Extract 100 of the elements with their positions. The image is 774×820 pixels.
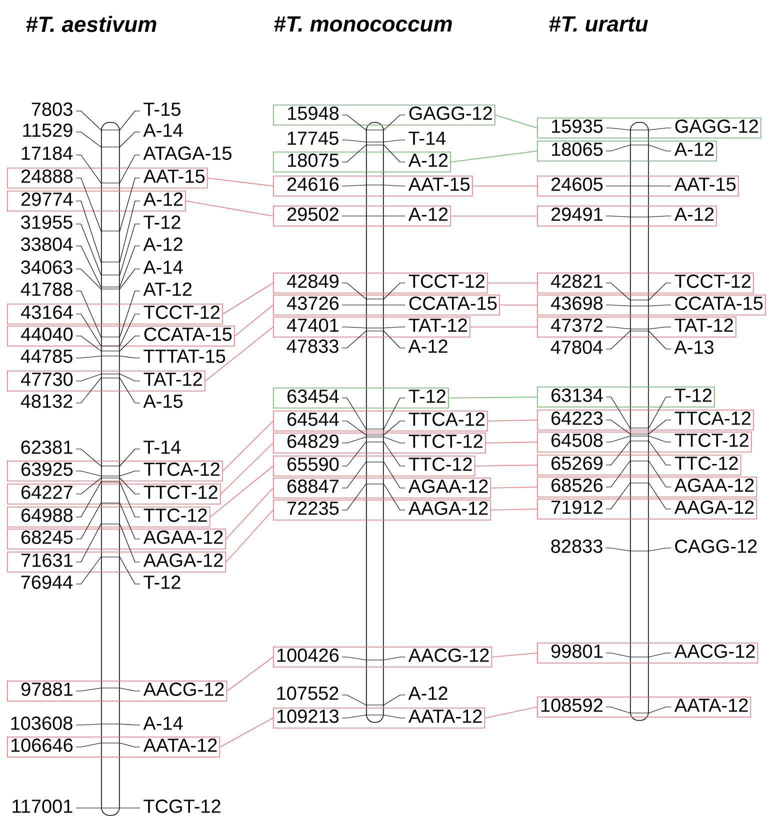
connector-line [487, 420, 538, 422]
leader-line [342, 462, 384, 488]
leader-line [120, 268, 140, 290]
marker-box: 97881 AACG-12 [7, 680, 228, 702]
leader-line [648, 396, 672, 428]
marker-text: 44785 TTTAT-15 [20, 350, 226, 363]
leader-line [76, 688, 120, 692]
leader-line [606, 216, 650, 218]
connector-line [470, 326, 538, 328]
leader-line [606, 330, 650, 350]
leader-line [648, 548, 672, 552]
leader-line [606, 548, 650, 552]
leader-line [384, 282, 406, 300]
connector-line [220, 718, 274, 748]
leader-line [606, 326, 650, 330]
species-heading: #T. aestivum [26, 16, 156, 32]
leader-line [648, 482, 672, 510]
marker-box: 64223 TTCA-12 [537, 410, 754, 430]
leader-line [606, 396, 650, 428]
leader-line [342, 282, 384, 300]
marker-box: 106646 AATA-12 [7, 736, 220, 758]
leader-line [342, 326, 384, 328]
leader-line [76, 336, 120, 352]
leader-line [120, 524, 140, 562]
marker-box: 72235 AAGA-12 [273, 500, 492, 520]
marker-text: 17184 ATAGA-15 [22, 146, 232, 160]
marker-text: 82833 CAGG-12 [551, 540, 757, 553]
leader-line [120, 470, 140, 476]
leader-line [76, 374, 120, 382]
leader-line [384, 304, 406, 306]
marker-box: 44040 CCATA-15 [7, 326, 235, 346]
marker-box: 24616 AAT-15 [273, 176, 473, 196]
leader-line [120, 556, 140, 584]
marker-box: 65590 TTC-12 [273, 456, 476, 476]
marker-box: 29491 A-12 [537, 206, 717, 226]
leader-line [120, 290, 140, 338]
species-heading: #T. urartu [549, 16, 648, 32]
leader-line [76, 478, 120, 494]
leader-line [606, 420, 650, 434]
connector-line [492, 652, 538, 658]
chromosome-bar [366, 122, 384, 723]
chromosome-bar [101, 122, 120, 816]
marker-box: 63454 T-12 [273, 388, 449, 408]
marker-box: 15948 GAGG-12 [273, 104, 496, 126]
marker-box: 63134 T-12 [537, 386, 715, 408]
marker-box: 68847 AGAA-12 [273, 478, 492, 498]
marker-box: 71912 AAGA-12 [537, 498, 758, 520]
leader-line [342, 484, 384, 510]
leader-line [120, 724, 140, 726]
marker-box: 18075 A-12 [273, 152, 451, 172]
leader-line [384, 184, 406, 186]
connector-line [490, 486, 538, 488]
leader-line [342, 114, 384, 130]
marker-text: 47804 A-13 [550, 340, 714, 354]
leader-line [120, 154, 140, 184]
marker-text: 47833 A-12 [286, 340, 448, 353]
marker-box: 29502 A-12 [273, 206, 451, 226]
connector-line [186, 200, 274, 216]
marker-box: 18065 A-12 [537, 140, 717, 162]
marker-box: 64829 TTCT-12 [273, 432, 486, 454]
leader-line [384, 656, 406, 660]
chromosome-bar [630, 122, 649, 721]
leader-line [120, 110, 140, 130]
leader-line [606, 144, 650, 152]
leader-line [648, 304, 672, 306]
marker-box: 42821 TCCT-12 [537, 272, 754, 294]
leader-line [384, 330, 406, 348]
leader-line [76, 246, 120, 288]
connector-line [484, 706, 538, 718]
marker-box: 64508 TTCT-12 [537, 432, 752, 452]
connector-line [450, 150, 538, 162]
marker-box: 68245 AGAA-12 [7, 528, 226, 550]
connector-line [448, 396, 538, 398]
leader-line [120, 688, 140, 692]
marker-box: 43726 CCATA-15 [273, 294, 500, 316]
leader-line [342, 184, 384, 186]
marker-box: 64988 TTC-12 [7, 506, 210, 528]
connector-line [222, 420, 274, 472]
marker-box: 47372 TAT-12 [537, 316, 736, 338]
leader-line [120, 314, 140, 346]
leader-line [648, 706, 672, 714]
leader-line [76, 178, 120, 232]
leader-line [606, 706, 650, 714]
leader-line [606, 652, 650, 658]
marker-text: 103608 A-14 [11, 716, 183, 730]
leader-line [606, 460, 650, 488]
leader-line [76, 482, 120, 518]
leader-line [342, 140, 384, 142]
leader-line [120, 224, 140, 276]
marker-box: 24888 AAT-15 [7, 168, 208, 188]
leader-line [120, 200, 140, 262]
leader-line [648, 144, 672, 152]
leader-line [76, 132, 120, 148]
leader-line [648, 326, 672, 330]
leader-line [76, 724, 120, 726]
leader-line [384, 114, 406, 130]
leader-line [342, 656, 384, 660]
leader-line [120, 378, 140, 404]
connector-line [234, 304, 274, 336]
leader-line [120, 246, 140, 288]
